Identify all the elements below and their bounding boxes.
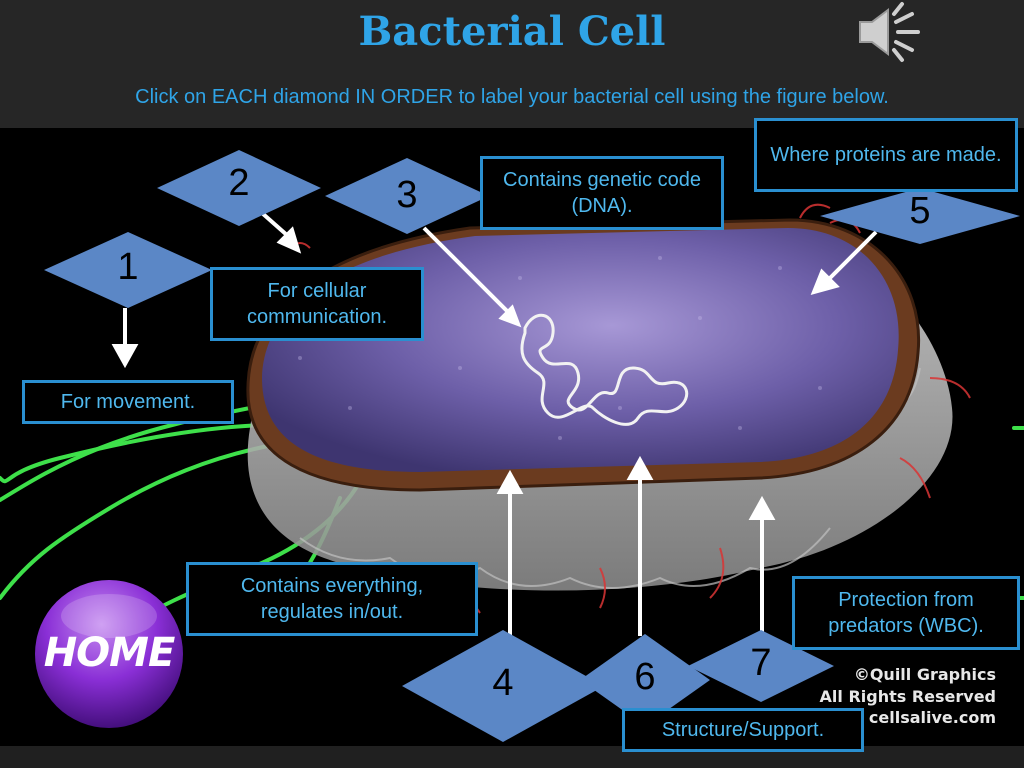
diamond-4[interactable]: 4 xyxy=(402,630,604,742)
speaker-icon[interactable] xyxy=(856,0,926,64)
diamond-3-number: 3 xyxy=(396,174,418,216)
label-ribosomes: Where proteins are made. xyxy=(754,118,1018,192)
home-button[interactable]: HOME xyxy=(33,578,185,730)
label-cytoplasm: Contains everything, regulates in/out. xyxy=(186,562,478,636)
diamond-5[interactable]: 5 xyxy=(820,188,1020,244)
nucleoid-dna xyxy=(520,314,689,426)
label-cell-wall: Structure/Support. xyxy=(622,708,864,752)
diamond-7-number: 7 xyxy=(750,642,772,684)
copyright-line-3: cellsalive.com xyxy=(868,708,996,728)
diamond-4-number: 4 xyxy=(492,662,514,704)
copyright-line-2: All Rights Reserved xyxy=(819,686,996,706)
diamond-2-number: 2 xyxy=(228,162,250,204)
pointer-arrows xyxy=(111,211,878,636)
label-capsule: Protection from predators (WBC). xyxy=(792,576,1020,650)
home-label: HOME xyxy=(43,630,176,676)
bottom-strip xyxy=(0,746,1024,768)
page-title: Bacterial Cell xyxy=(358,8,666,55)
diamond-1[interactable]: 1 xyxy=(44,232,212,308)
copyright-watermark: ©Quill Graphics All Rights Reserved cell… xyxy=(800,664,996,729)
diamond-2[interactable]: 2 xyxy=(157,150,321,226)
label-pili: For cellular communication. xyxy=(210,267,424,341)
diamond-1-number: 1 xyxy=(117,246,139,288)
label-flagella: For movement. xyxy=(22,380,234,424)
instruction-text: Click on EACH diamond IN ORDER to label … xyxy=(135,86,889,108)
label-nucleoid: Contains genetic code (DNA). xyxy=(480,156,724,230)
diamond-5-number: 5 xyxy=(909,190,931,232)
diamond-6-number: 6 xyxy=(634,656,656,698)
diamond-6[interactable]: 6 xyxy=(580,634,710,726)
copyright-line-1: ©Quill Graphics xyxy=(853,665,996,684)
diamond-3[interactable]: 3 xyxy=(325,158,489,234)
